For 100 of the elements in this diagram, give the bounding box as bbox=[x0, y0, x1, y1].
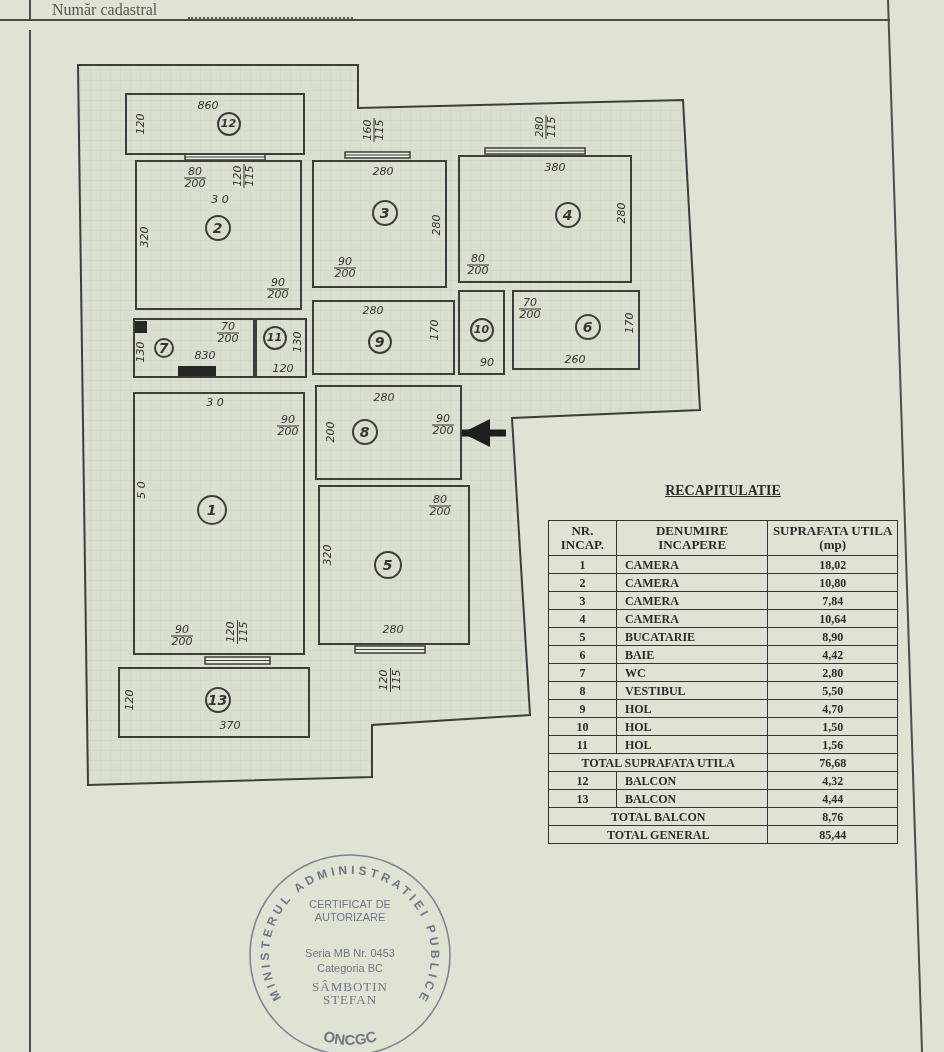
room-name: BALCON bbox=[616, 771, 768, 790]
area-value: 5,50 bbox=[767, 681, 898, 700]
room-index: 12 bbox=[548, 771, 617, 790]
dimension-label: 200 bbox=[277, 426, 299, 438]
room-name: BUCATARIE bbox=[616, 627, 768, 646]
dimension-label: 200 bbox=[325, 421, 337, 443]
room-name: HOL bbox=[616, 717, 768, 736]
area-value: 4,32 bbox=[767, 771, 898, 790]
room-index: 9 bbox=[548, 699, 617, 718]
room-index: 10 bbox=[548, 717, 617, 736]
dimension-label: 280 bbox=[616, 202, 628, 224]
stamp-text: ONCGC bbox=[321, 1027, 379, 1048]
dimension-label: 3 0 bbox=[206, 397, 224, 409]
room-number: 6 bbox=[574, 313, 601, 340]
dimension-label: 320 bbox=[322, 544, 334, 566]
room-index: 8 bbox=[548, 681, 617, 700]
room-index: 6 bbox=[548, 645, 617, 664]
dimension-label: 280 bbox=[362, 305, 384, 317]
column-header: NR. INCAP. bbox=[548, 520, 617, 556]
dimension-label: 120 bbox=[225, 621, 237, 643]
dimension-label: 130 bbox=[292, 331, 304, 353]
dimension-label: 120 bbox=[124, 689, 136, 711]
dimension-label: 280 bbox=[372, 166, 394, 178]
room-outline bbox=[458, 290, 505, 375]
dimension-label: 115 bbox=[244, 165, 256, 187]
dimension-label: 120 bbox=[272, 363, 294, 375]
cadastral-number-label: Număr cadastral bbox=[52, 1, 158, 19]
dimension-label: 370 bbox=[219, 720, 241, 732]
room-index: 5 bbox=[548, 627, 617, 646]
total-value: 85,44 bbox=[767, 825, 898, 844]
dimension-label: 380 bbox=[544, 162, 566, 174]
dimension-label: 160 bbox=[362, 119, 374, 141]
column-header: DENUMIRE INCAPERE bbox=[616, 520, 768, 556]
dimension-label: 115 bbox=[374, 119, 386, 141]
area-value: 8,90 bbox=[767, 627, 898, 646]
room-name: CAMERA bbox=[616, 609, 768, 628]
room-number: 8 bbox=[351, 418, 378, 445]
room-index: 7 bbox=[548, 663, 617, 682]
room-name: CAMERA bbox=[616, 555, 768, 574]
dimension-label: 280 bbox=[431, 214, 443, 236]
dimension-label: 90 bbox=[338, 256, 352, 268]
dimension-label: 200 bbox=[467, 265, 489, 277]
dimension-label: 860 bbox=[197, 100, 219, 112]
room-name: HOL bbox=[616, 699, 768, 718]
dimension-label: 170 bbox=[429, 319, 441, 341]
dimension-label: 80 bbox=[471, 253, 485, 265]
room-outline bbox=[512, 290, 640, 370]
room-number: 2 bbox=[204, 214, 231, 241]
room-name: BAIE bbox=[616, 645, 768, 664]
area-value: 4,42 bbox=[767, 645, 898, 664]
dimension-label: 3 0 bbox=[211, 194, 229, 206]
dimension-label: 170 bbox=[624, 312, 636, 334]
dimension-label: 320 bbox=[139, 226, 151, 248]
dimension-label: 200 bbox=[184, 178, 206, 190]
dimension-label: 280 bbox=[373, 392, 395, 404]
dimension-label: 260 bbox=[564, 354, 586, 366]
room-outline bbox=[125, 93, 305, 155]
dimension-label: 115 bbox=[238, 621, 250, 643]
room-number: 12 bbox=[216, 111, 241, 136]
room-number: 1 bbox=[196, 494, 227, 525]
dimension-label: 200 bbox=[334, 268, 356, 280]
dimension-label: 280 bbox=[382, 624, 404, 636]
total-value: 76,68 bbox=[767, 753, 898, 772]
column-header: SUPRAFATA UTILA (mp) bbox=[767, 520, 898, 556]
room-index: 3 bbox=[548, 591, 617, 610]
room-outline bbox=[133, 318, 255, 378]
room-outline bbox=[315, 385, 462, 480]
dimension-label: 115 bbox=[546, 116, 558, 138]
room-index: 4 bbox=[548, 609, 617, 628]
total-value: 8,76 bbox=[767, 807, 898, 826]
area-value: 7,84 bbox=[767, 591, 898, 610]
area-value: 2,80 bbox=[767, 663, 898, 682]
dimension-label: 115 bbox=[391, 669, 403, 691]
room-outline bbox=[255, 318, 307, 378]
dimension-label: 90 bbox=[436, 413, 450, 425]
dimension-label: 280 bbox=[534, 116, 546, 138]
room-name: CAMERA bbox=[616, 573, 768, 592]
stamp-text: SÂMBOTIN STEFAN bbox=[311, 980, 389, 1006]
dimension-label: 70 bbox=[221, 321, 235, 333]
room-outline bbox=[135, 160, 302, 310]
room-name: WC bbox=[616, 663, 768, 682]
room-name: BALCON bbox=[616, 789, 768, 808]
dimension-label: 200 bbox=[432, 425, 454, 437]
dimension-label: 120 bbox=[378, 669, 390, 691]
room-number: 10 bbox=[469, 317, 494, 342]
dimension-label: 80 bbox=[433, 494, 447, 506]
room-outline bbox=[133, 392, 305, 655]
stamp-text: Seria MB Nr. 0453 bbox=[304, 947, 396, 960]
dimension-label: 5 0 bbox=[136, 481, 148, 499]
stamp-text: Categoria BC bbox=[315, 962, 384, 975]
room-outline bbox=[458, 155, 632, 283]
dimension-label: 200 bbox=[519, 309, 541, 321]
room-index: 2 bbox=[548, 573, 617, 592]
room-outline bbox=[312, 160, 447, 288]
area-value: 1,56 bbox=[767, 735, 898, 754]
area-value: 10,64 bbox=[767, 609, 898, 628]
dimension-label: 200 bbox=[217, 333, 239, 345]
area-value: 18,02 bbox=[767, 555, 898, 574]
dimension-label: 120 bbox=[135, 113, 147, 135]
area-value: 4,70 bbox=[767, 699, 898, 718]
